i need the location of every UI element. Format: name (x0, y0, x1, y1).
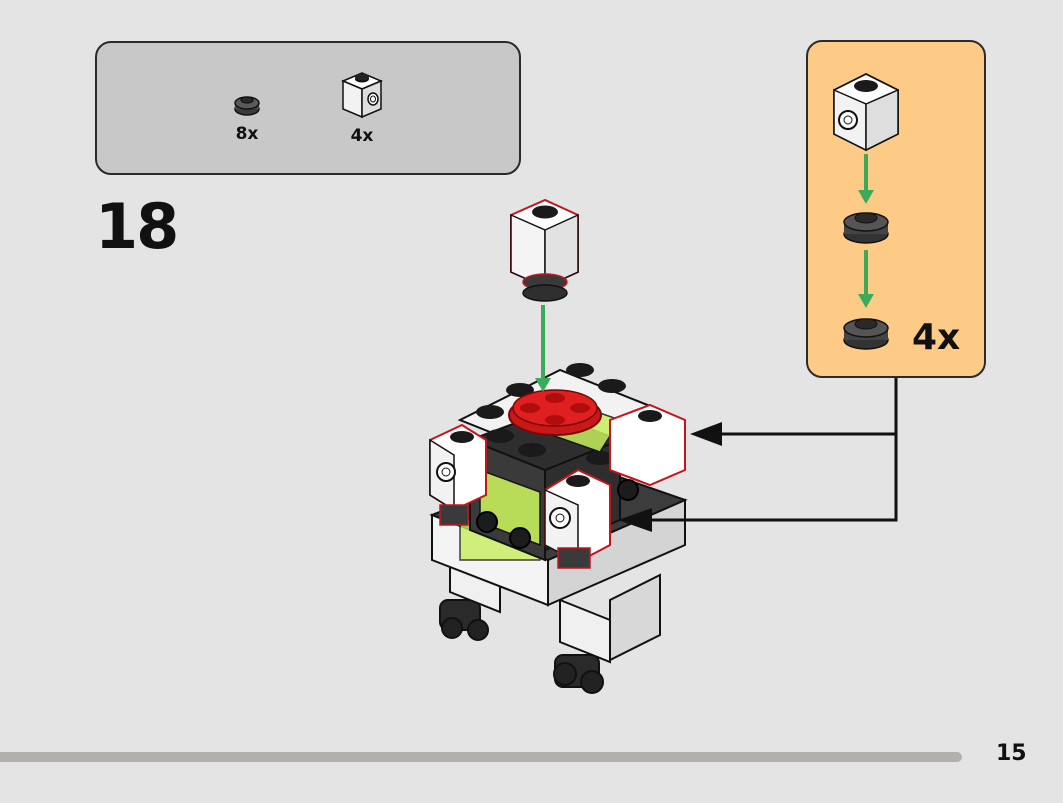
parts-list-item-white-brick: 4x (337, 67, 387, 145)
highlighted-white-bricks (429, 198, 686, 569)
callout-connector-arrows (618, 376, 898, 532)
sub-assembly-diagram (833, 72, 899, 350)
sub-assembly-multiplier: 4x (912, 317, 961, 358)
dark-gray-round-plate-icon (843, 212, 889, 244)
dark-gray-round-plate-icon (843, 318, 889, 350)
progress-bar (0, 752, 962, 762)
page-number: 15 (996, 741, 1027, 766)
sub-assembly-callout: 4x (806, 40, 986, 378)
white-brick-with-stud-icon (833, 72, 899, 152)
model-legs (439, 558, 661, 694)
parts-list-qty: 4x (350, 126, 374, 146)
white-brick-with-stud-icon (341, 72, 383, 119)
parts-list-box: 8x 4x (95, 41, 521, 175)
model-top (457, 363, 663, 472)
parts-list-qty: 8x (235, 124, 259, 144)
dark-gray-round-plate-icon (234, 96, 260, 116)
placement-arrow (535, 305, 551, 392)
step-number: 18 (95, 190, 179, 263)
parts-list-item-round-plate: 8x (227, 91, 267, 143)
